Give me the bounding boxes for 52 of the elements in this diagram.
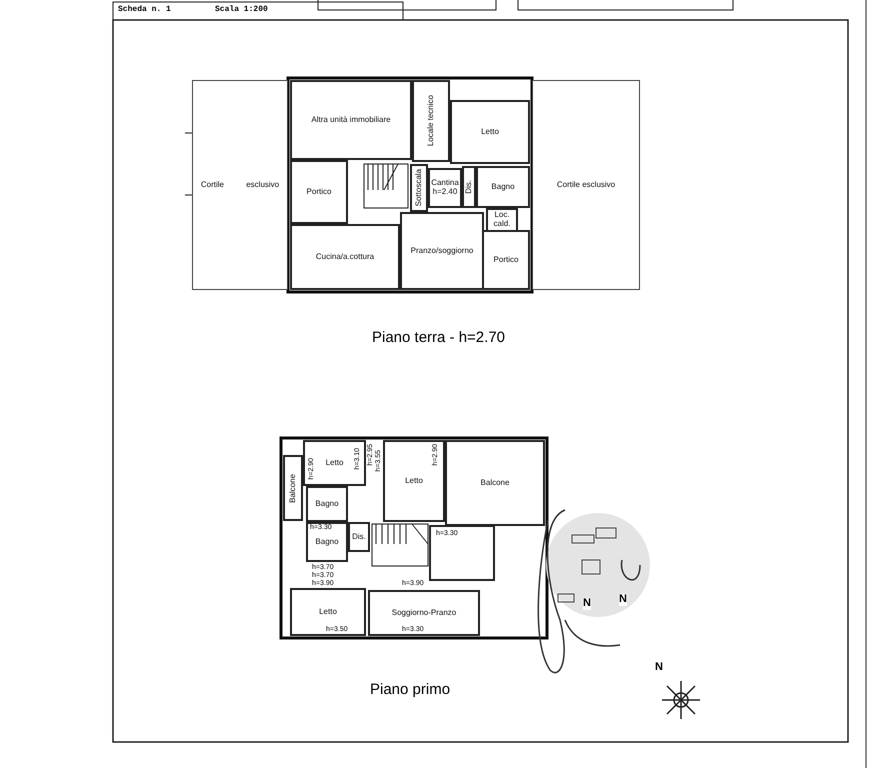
room <box>412 80 450 162</box>
room <box>306 486 348 522</box>
room-label: Cucina/a.cottura <box>316 252 374 262</box>
room-label: Bagno <box>315 538 339 546</box>
room-label: Cortile esclusivo <box>556 180 616 190</box>
room <box>476 166 530 208</box>
room <box>450 100 530 164</box>
room <box>482 230 530 290</box>
room-label: Bagno <box>491 182 515 192</box>
room-label: Balcone <box>288 474 298 502</box>
room <box>410 164 428 212</box>
room <box>303 440 366 486</box>
room-label: Sottoscala <box>414 169 424 207</box>
room-label: Bagno <box>315 500 339 508</box>
room-label: Altra unità immobiliare <box>311 116 391 124</box>
sheet-number: Scheda n. 1 <box>118 6 171 14</box>
scale-label: Scala 1:200 <box>215 6 268 14</box>
room-label: Letto <box>319 608 337 616</box>
north-mark: N <box>583 598 591 610</box>
floor-title: Piano primo <box>370 682 450 698</box>
room-label: Letto <box>326 458 344 468</box>
room <box>428 168 462 208</box>
room <box>462 166 476 208</box>
room-label: Soggiorno-Pranzo <box>392 608 456 618</box>
room-label: Dis. <box>352 532 366 542</box>
room-label: Letto <box>481 128 499 136</box>
room <box>348 522 370 552</box>
room <box>290 80 412 160</box>
room <box>486 208 518 232</box>
room-label: Cantina <box>431 179 459 188</box>
room <box>283 455 303 521</box>
courtyard-area <box>532 80 640 290</box>
room <box>290 160 348 224</box>
room <box>368 590 480 636</box>
room <box>445 440 545 526</box>
room-label: Letto <box>405 476 423 486</box>
room-label: Portico <box>494 256 518 264</box>
room <box>400 212 484 290</box>
room <box>306 522 348 562</box>
room-label: Loc. cald. <box>492 211 512 229</box>
north-mark: N <box>619 594 627 606</box>
room-label: Locale tecnico <box>426 95 436 147</box>
room <box>383 440 445 522</box>
courtyard-area <box>192 80 288 290</box>
height-label: h=2.40 <box>432 188 458 197</box>
room-label: Pranzo/soggiorno <box>410 246 474 256</box>
room-label: Balcone <box>480 478 510 488</box>
room <box>290 588 366 636</box>
room-label: Cortile esclusivo <box>200 180 280 190</box>
room <box>290 224 400 290</box>
room-label: Portico <box>306 188 332 196</box>
room-label: Dis. <box>464 180 474 194</box>
